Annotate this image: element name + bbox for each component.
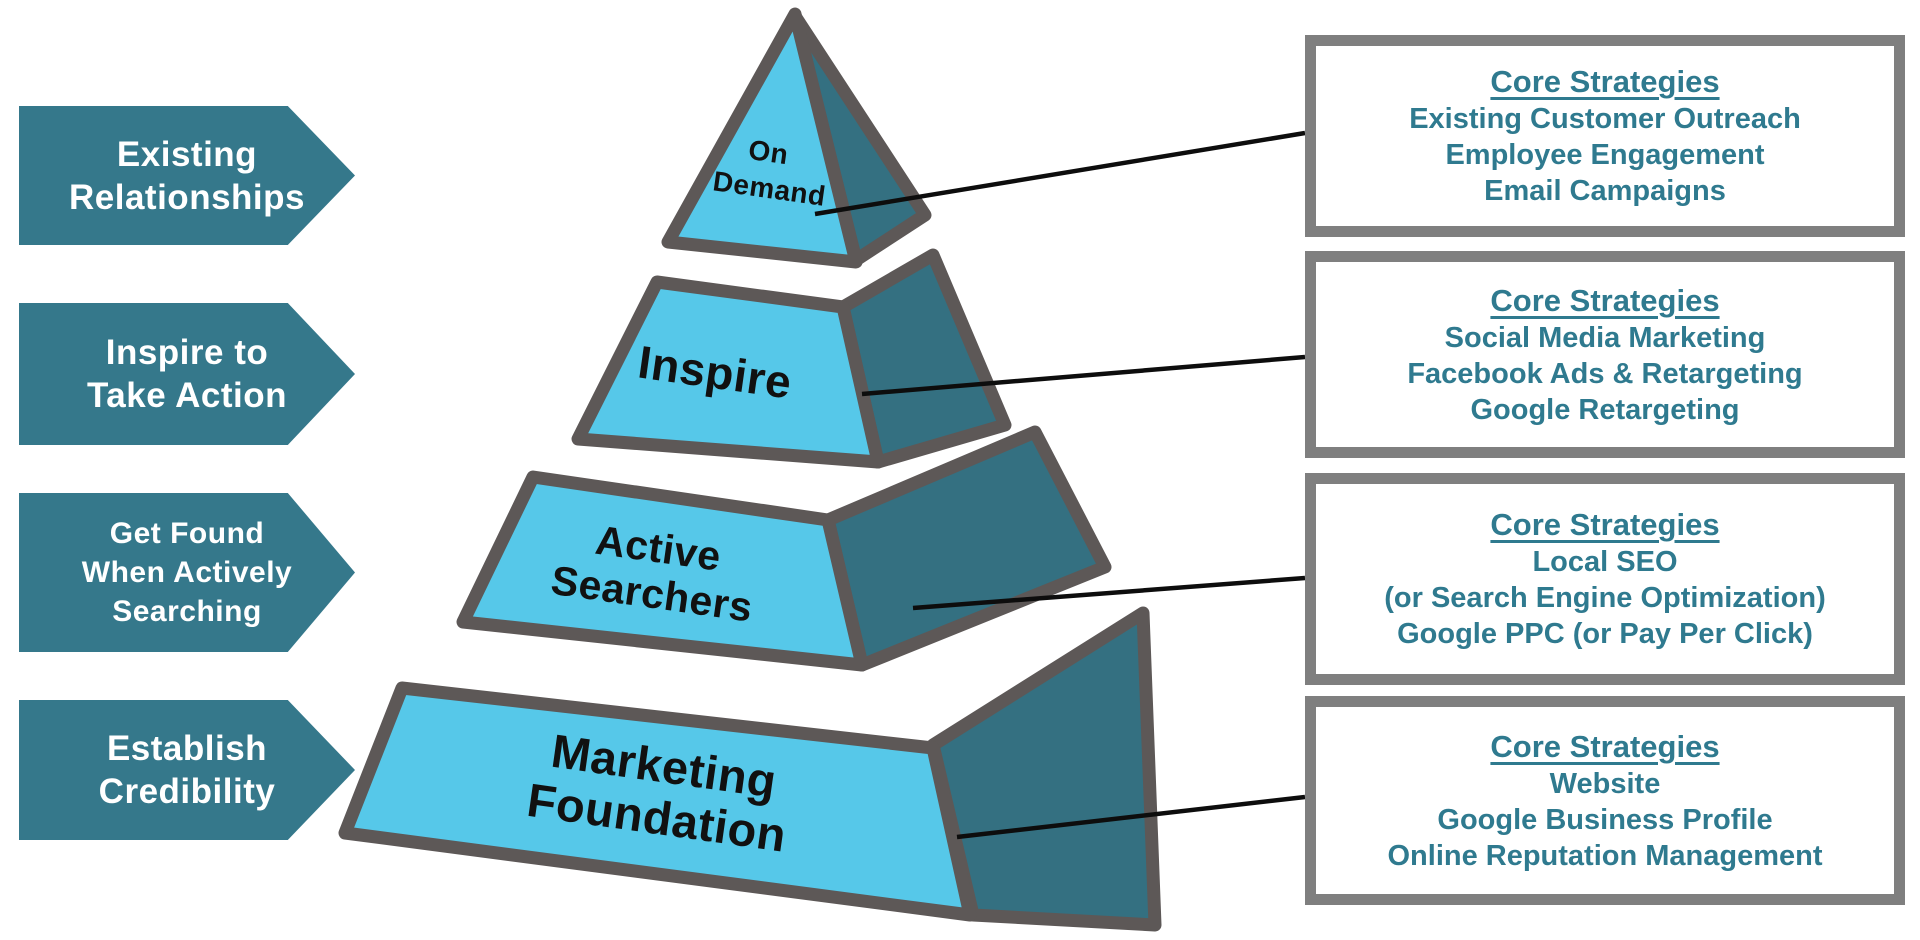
strategy-box-marketing-foundation: Core Strategies Website Google Business … — [1305, 696, 1905, 905]
banner-line: Get Found — [109, 517, 265, 550]
strategy-box-existing-relationships: Core Strategies Existing Customer Outrea… — [1305, 35, 1905, 237]
banner-line: Take Action — [87, 376, 287, 415]
strategy-item: Local SEO — [1532, 546, 1678, 578]
strategy-item: (or Search Engine Optimization) — [1384, 582, 1826, 614]
strategy-item: Google PPC (or Pay Per Click) — [1397, 618, 1813, 650]
banner-inspire-to-take-action: Inspire to Take Action — [19, 303, 355, 445]
pyramid-level-2-front — [571, 275, 885, 469]
pyramid-level-1-label: On Demand — [711, 134, 828, 212]
strategy-item: Website — [1549, 767, 1661, 800]
connector-line-2 — [861, 354, 1306, 397]
pyramid-label-line: On — [747, 134, 791, 170]
strategy-item: Social Media Marketing — [1444, 321, 1766, 354]
strategy-item: Google Business Profile — [1437, 803, 1773, 836]
banner-line: Credibility — [98, 772, 276, 811]
pyramid-level-1-front — [661, 7, 863, 269]
connector-line-3 — [912, 575, 1306, 611]
banner-get-found-when-actively-searching: Get Found When Actively Searching — [19, 493, 355, 652]
strategy-item: Employee Engagement — [1445, 139, 1765, 171]
banner-line: When Actively — [81, 556, 293, 589]
strategy-box-active-searchers: Core Strategies Local SEO (or Search Eng… — [1305, 473, 1905, 685]
strategy-item: Email Campaigns — [1484, 175, 1726, 207]
strategy-box-title: Core Strategies — [1490, 728, 1720, 764]
pyramid-level-4-front — [338, 681, 977, 922]
banner-line: Searching — [112, 595, 262, 628]
banner-line: Existing — [116, 134, 258, 174]
strategy-box-inspire: Core Strategies Social Media Marketing F… — [1305, 251, 1905, 458]
connector-line-4 — [956, 794, 1306, 840]
strategy-item: Online Reputation Management — [1387, 839, 1823, 872]
pyramid-level-3-front — [456, 470, 869, 672]
strategy-item: Google Retargeting — [1470, 393, 1740, 426]
strategy-box-title: Core Strategies — [1490, 282, 1720, 318]
banner-line: Relationships — [69, 177, 305, 217]
banner-establish-credibility: Establish Credibility — [19, 700, 355, 840]
banner-line: Inspire to — [105, 333, 269, 372]
connector-line-1 — [814, 130, 1306, 217]
strategy-box-title: Core Strategies — [1490, 64, 1720, 99]
banner-line: Establish — [106, 729, 268, 768]
banner-existing-relationships: Existing Relationships — [19, 106, 355, 245]
strategy-item: Existing Customer Outreach — [1409, 103, 1801, 135]
strategy-box-title: Core Strategies — [1490, 507, 1720, 542]
strategy-item: Facebook Ads & Retargeting — [1407, 357, 1803, 390]
